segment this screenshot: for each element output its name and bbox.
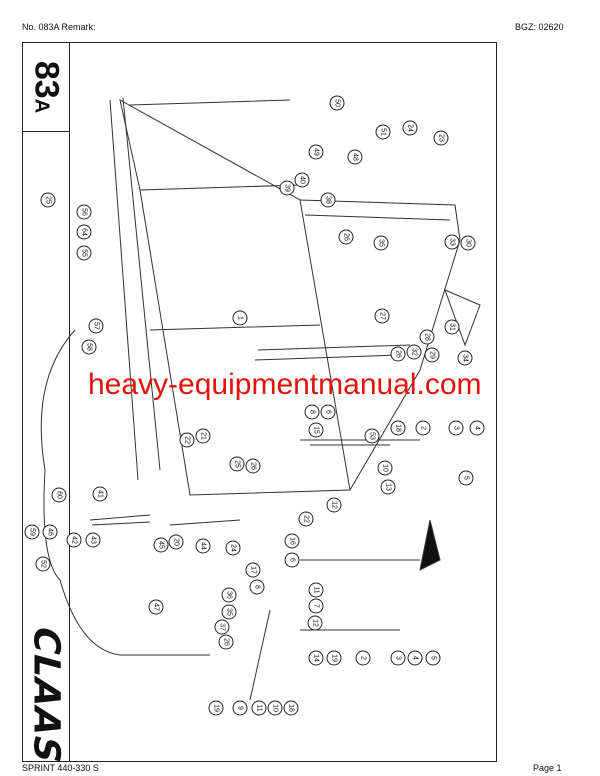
callout-4: 49 [308,144,324,160]
callout-75: 10 [267,700,283,716]
callout-67: 19 [326,650,342,666]
callout-6: 39 [279,180,295,196]
callout-40: 26 [245,458,261,474]
callout-57: 17 [245,562,261,578]
callout-50: 20 [168,534,184,550]
callout-60: 7 [308,598,324,614]
callout-68: 2 [355,650,371,666]
callout-28: 6 [320,404,336,420]
callout-38: 5 [458,470,474,486]
callout-16: 30 [460,235,476,251]
callout-61: 36 [221,587,237,603]
callout-42: 12 [326,497,342,513]
callout-2: 24 [402,120,418,136]
frame-drawing [40,97,481,701]
callout-54: 16 [284,533,300,549]
callout-71: 5 [425,650,441,666]
callout-8: 38 [320,192,336,208]
callout-27: 8 [304,404,320,420]
callout-49: 45 [153,537,169,553]
footer-left: SPRINT 440-330 S [22,763,99,773]
callout-5: 48 [347,149,363,165]
callout-77: 12 [307,615,323,631]
callout-52: 24 [225,540,241,556]
callout-17: 27 [374,308,390,324]
callout-65: 47 [148,599,164,615]
callout-33: 3 [448,420,464,436]
callout-3: 23 [433,130,449,146]
callout-7: 40 [294,172,310,188]
callout-76: 18 [283,700,299,716]
callout-41: 13 [380,479,396,495]
callout-55: 6 [284,552,300,568]
callout-46: 41 [92,486,108,502]
callout-37: 10 [377,460,393,476]
callout-39: 25 [229,456,245,472]
callout-11: 64 [76,224,92,240]
callout-32: 2 [415,420,431,436]
callout-45: 60 [51,487,67,503]
header-right: BGZ: 02620 [515,22,564,32]
page-number: 83A [22,42,70,132]
callout-56: 52 [35,556,51,572]
callout-14: 35 [373,235,389,251]
callout-58: 8 [249,579,265,595]
callout-74: 11 [251,700,267,716]
callout-23: 32 [406,344,422,360]
callout-22: 26 [390,346,406,362]
callout-73: 9 [232,700,248,716]
callout-0: 50 [329,95,345,111]
callout-31: 18 [390,420,406,436]
callout-25: 29 [424,347,440,363]
callout-35: 22 [179,432,195,448]
callout-24: 28 [419,329,435,345]
callout-62: 35 [221,604,237,620]
callout-9: 25 [40,192,56,208]
callout-43: 59 [24,524,40,540]
callout-48: 43 [85,532,101,548]
callout-69: 3 [390,650,406,666]
callout-26: 1 [232,310,248,326]
callout-21: 58 [81,339,97,355]
callout-20: 57 [88,318,104,334]
callout-44: 46 [42,524,58,540]
callout-10: 56 [76,204,92,220]
callout-15: 33 [444,234,460,250]
callout-64: 26 [218,634,234,650]
callout-70: 4 [407,650,423,666]
callout-1: 51 [375,124,391,140]
callout-47: 42 [66,532,82,548]
header-left: No. 083A Remark: [22,22,96,32]
side-strip [22,42,70,762]
callout-59: 11 [308,582,324,598]
callout-72: 19 [208,700,224,716]
callout-30: 53 [364,428,380,444]
callout-36: 21 [195,428,211,444]
callout-29: 15 [308,422,324,438]
callout-63: 37 [214,619,230,635]
footer-right: Page 1 [533,763,562,773]
callout-12: 55 [76,245,92,261]
callout-13: 26 [338,229,354,245]
diagram-frame [22,42,497,762]
callout-18: 31 [444,319,460,335]
watermark: heavy-equipmentmanual.com [88,368,482,401]
callout-34: 4 [469,420,485,436]
callout-53: 22 [298,511,314,527]
callout-19: 34 [457,350,473,366]
callout-51: 44 [195,538,211,554]
callout-66: 14 [308,650,324,666]
